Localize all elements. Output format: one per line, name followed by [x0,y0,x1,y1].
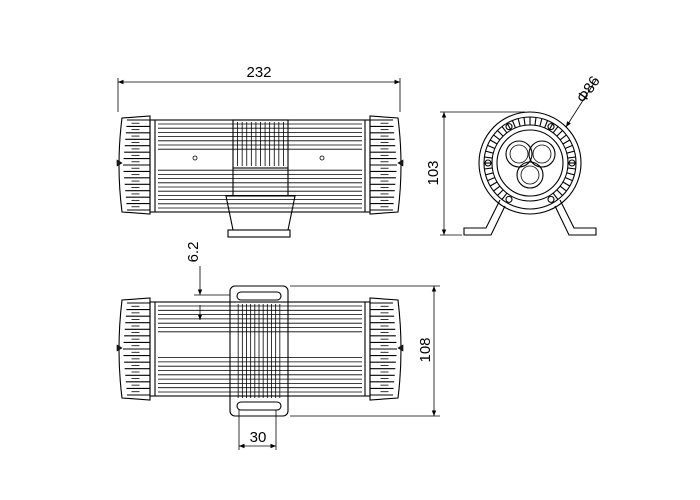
dim-label-bracket-width: 30 [250,429,267,446]
led-lens-2 [528,140,556,168]
screw-hole [505,123,513,131]
bottom-right-end-cap [369,297,402,401]
radial-fin [552,126,559,134]
radial-fin [562,139,571,145]
front-center-bracket [225,119,296,238]
side-mounting-foot [463,199,597,236]
radial-fin [493,185,501,192]
radial-fin [534,117,537,126]
radial-fin [489,139,498,145]
radial-fin [523,117,526,126]
dim-label-overall-length: 232 [246,64,271,81]
dim-bottom-height: 108 [290,285,440,417]
radial-fin [567,167,576,170]
bottom-view [116,285,404,417]
dim-label-offset: 6.2 [185,242,202,263]
front-body [149,119,371,213]
front-view [116,115,404,238]
dim-offset: 6.2 [185,242,230,320]
screw-hole [505,195,513,203]
radial-fin [501,192,508,200]
dim-label-diameter: Φ86 [573,73,603,106]
radial-fin [562,181,571,187]
dim-label-side-height: 103 [425,160,442,185]
dim-diameter: Φ86 [565,73,604,128]
radial-fin [501,126,508,134]
radial-fin [559,185,567,192]
bracket-slot-top [236,291,282,301]
radial-fin [485,150,494,154]
front-left-end-cap [118,115,151,215]
radial-fin [493,134,501,141]
radial-fin [564,144,573,149]
front-right-end-cap [369,115,402,215]
front-cooling-ribs [158,123,362,209]
side-view [463,111,597,236]
side-outer-ring [478,111,582,215]
screw-hole [568,159,576,167]
dim-overall-length: 232 [117,64,401,112]
radial-fin [485,172,494,176]
radial-fin [556,130,563,137]
radial-fin [566,150,575,154]
radial-fin [564,177,573,182]
bottom-body [149,301,371,397]
radial-fin [539,118,543,127]
led-lens-1 [505,140,533,168]
radial-fin [517,118,521,127]
radial-fin [511,120,516,129]
radial-fin [487,144,496,149]
dim-label-bottom-height: 108 [417,337,434,362]
screw-hole [547,123,555,131]
radial-fin [556,189,563,196]
bottom-left-end-cap [118,297,151,401]
radial-fin [497,189,504,196]
radial-fin [497,130,504,137]
bottom-bracket-plate [229,285,289,417]
bracket-slot-bottom [236,401,282,411]
radial-fin [559,134,567,141]
dim-bracket-width: 30 [238,410,277,450]
led-lens-3 [516,161,544,189]
radial-fin [552,192,559,200]
radial-fin [567,156,576,159]
radial-fin [484,167,493,170]
dim-side-height: 103 [425,111,525,236]
radial-fin [566,172,575,176]
bottom-cooling-ribs [158,305,362,393]
screw-hole [484,159,492,167]
side-led-lenses [505,140,556,189]
screw-hole [547,195,555,203]
radial-fin [487,177,496,182]
radial-fin [489,181,498,187]
radial-fin [544,120,549,129]
radial-fin [484,156,493,159]
